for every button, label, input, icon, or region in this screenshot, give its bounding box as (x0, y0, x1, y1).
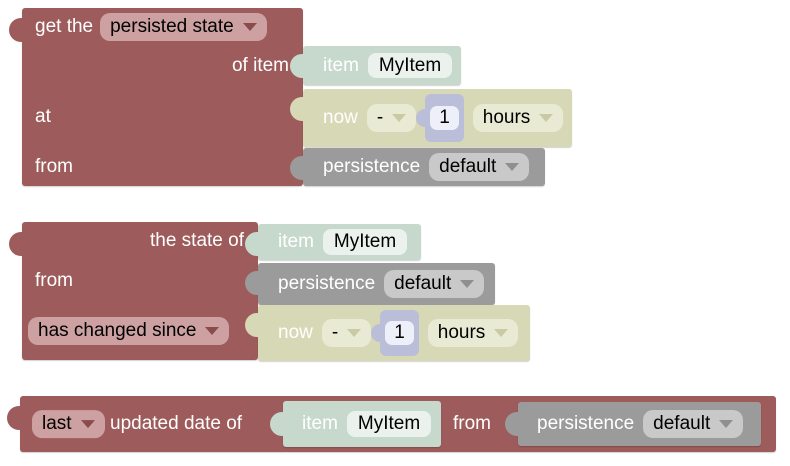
number-block[interactable]: 1 (371, 310, 419, 356)
unit-dropdown[interactable]: hours (427, 319, 519, 347)
number-field[interactable]: 1 (385, 321, 414, 345)
input-connector (371, 324, 382, 342)
input-connector (505, 412, 520, 436)
persistence-block[interactable]: persistence default (245, 263, 495, 305)
operator-dropdown[interactable]: - (321, 319, 372, 347)
dropdown-value: hours (437, 322, 486, 344)
chevron-down-icon (392, 114, 407, 122)
input-connector (245, 232, 260, 256)
operator-dropdown[interactable]: - (366, 104, 417, 132)
chevron-down-icon (719, 420, 734, 428)
persistence-label: persistence (537, 413, 635, 435)
item-label: item (302, 413, 338, 435)
get-persisted-state-block[interactable]: get the persisted state of item at from (9, 8, 303, 186)
dropdown-value: default (394, 273, 452, 295)
updated-date-block[interactable]: last updated date of item MyItem from pe… (7, 396, 776, 452)
dropdown-value: - (376, 107, 384, 129)
chevron-down-icon (494, 329, 509, 337)
chevron-down-icon (80, 420, 95, 428)
from-label: from (453, 413, 491, 435)
item-block[interactable]: item MyItem (290, 46, 461, 85)
number-field[interactable]: 1 (430, 106, 459, 130)
item-name-field[interactable]: MyItem (367, 52, 453, 79)
input-connector (270, 412, 285, 436)
persistence-service-dropdown[interactable]: default (384, 270, 485, 298)
check-type-dropdown[interactable]: has changed since (28, 317, 230, 345)
chevron-down-icon (460, 280, 475, 288)
chevron-down-icon (242, 23, 257, 31)
item-label: item (278, 231, 314, 253)
now-label: now (278, 322, 313, 344)
input-connector (290, 156, 305, 180)
input-connector (290, 54, 305, 78)
now-label: now (323, 107, 358, 129)
persistence-block[interactable]: persistence default (290, 148, 545, 186)
input-connector (245, 271, 260, 295)
output-connector (9, 232, 24, 256)
item-name-field[interactable]: MyItem (322, 229, 408, 255)
number-block[interactable]: 1 (416, 94, 464, 142)
dropdown-value: last (42, 413, 72, 435)
dropdown-value: hours (482, 107, 531, 129)
dropdown-value: default (653, 413, 711, 435)
input-connector (416, 109, 427, 127)
item-label: item (323, 54, 359, 76)
the-state-of-label: the state of (149, 230, 244, 252)
dropdown-value: has changed since (38, 320, 197, 342)
item-block[interactable]: item MyItem (245, 224, 421, 260)
of-item-label: of item (231, 55, 289, 77)
item-block[interactable]: item MyItem (270, 401, 441, 447)
persistence-label: persistence (323, 156, 421, 178)
unit-dropdown[interactable]: hours (472, 104, 564, 132)
state-check-block[interactable]: the state of from has changed since (9, 222, 258, 360)
persistence-service-dropdown[interactable]: default (643, 410, 744, 438)
dropdown-value: default (439, 156, 497, 178)
from-label: from (35, 155, 73, 177)
chevron-down-icon (347, 329, 362, 337)
at-label: at (35, 105, 51, 127)
output-connector (7, 406, 22, 430)
from-label: from (35, 270, 73, 292)
which-date-dropdown[interactable]: last (32, 410, 105, 438)
updated-date-of-label: updated date of (110, 413, 243, 435)
persistence-block[interactable]: persistence default (505, 402, 761, 446)
datetime-block[interactable]: now - 1 hours (245, 305, 530, 361)
datetime-block[interactable]: now - 1 hours (290, 89, 572, 147)
chevron-down-icon (539, 114, 554, 122)
chevron-down-icon (205, 327, 220, 335)
input-connector (245, 313, 260, 337)
get-the-label: get the (35, 16, 94, 38)
dropdown-value: persisted state (110, 16, 234, 38)
output-connector (9, 18, 24, 42)
input-connector (290, 97, 305, 121)
chevron-down-icon (505, 163, 520, 171)
persisted-state-dropdown[interactable]: persisted state (100, 13, 267, 41)
persistence-service-dropdown[interactable]: default (429, 153, 530, 181)
item-name-field[interactable]: MyItem (346, 411, 432, 437)
persistence-label: persistence (278, 273, 376, 295)
dropdown-value: - (331, 322, 339, 344)
